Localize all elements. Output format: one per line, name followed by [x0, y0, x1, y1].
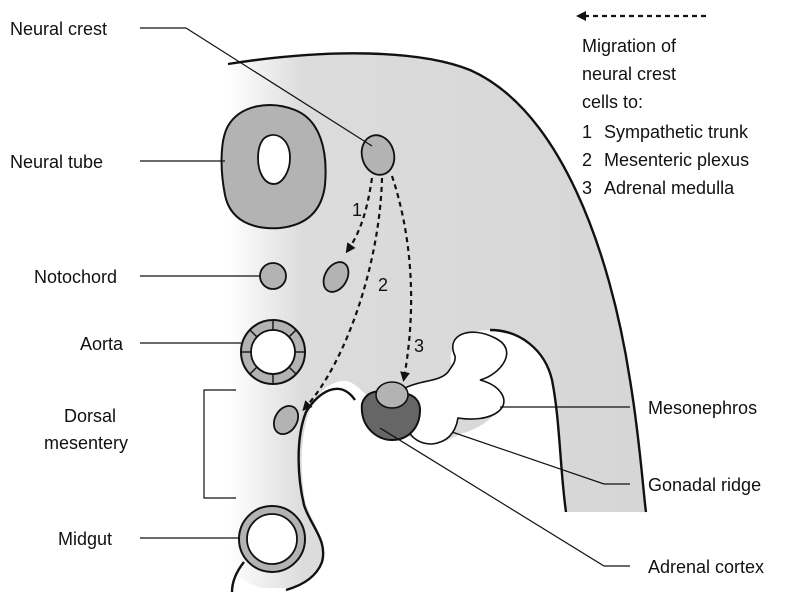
- adrenal-medulla-shape: [376, 382, 408, 408]
- legend-item-3-number: 3: [582, 178, 592, 198]
- pathway-number-1: 1: [352, 200, 362, 220]
- legend: Migration of neural crest cells to: 1 Sy…: [580, 16, 749, 198]
- legend-line-2: neural crest: [582, 64, 676, 84]
- midgut-lumen: [247, 514, 297, 564]
- notochord-shape: [260, 263, 286, 289]
- label-neural-tube: Neural tube: [10, 152, 103, 172]
- label-midgut: Midgut: [58, 529, 112, 549]
- label-mesonephros: Mesonephros: [648, 398, 757, 418]
- label-aorta: Aorta: [80, 334, 124, 354]
- legend-item-3-text: Adrenal medulla: [604, 178, 735, 198]
- aorta-lumen: [251, 330, 295, 374]
- legend-item-2-number: 2: [582, 150, 592, 170]
- legend-line-1: Migration of: [582, 36, 677, 56]
- label-neural-crest: Neural crest: [10, 19, 107, 39]
- pathway-number-2: 2: [378, 275, 388, 295]
- legend-item-1-number: 1: [582, 122, 592, 142]
- label-dorsal-mesentery-2: mesentery: [44, 433, 128, 453]
- label-notochord: Notochord: [34, 267, 117, 287]
- pathway-number-3: 3: [414, 336, 424, 356]
- label-adrenal-cortex: Adrenal cortex: [648, 557, 764, 577]
- neural-canal: [258, 135, 290, 184]
- legend-item-2-text: Mesenteric plexus: [604, 150, 749, 170]
- label-dorsal-mesentery-1: Dorsal: [64, 406, 116, 426]
- legend-item-1-text: Sympathetic trunk: [604, 122, 749, 142]
- label-gonadal-ridge: Gonadal ridge: [648, 475, 761, 495]
- legend-line-3: cells to:: [582, 92, 643, 112]
